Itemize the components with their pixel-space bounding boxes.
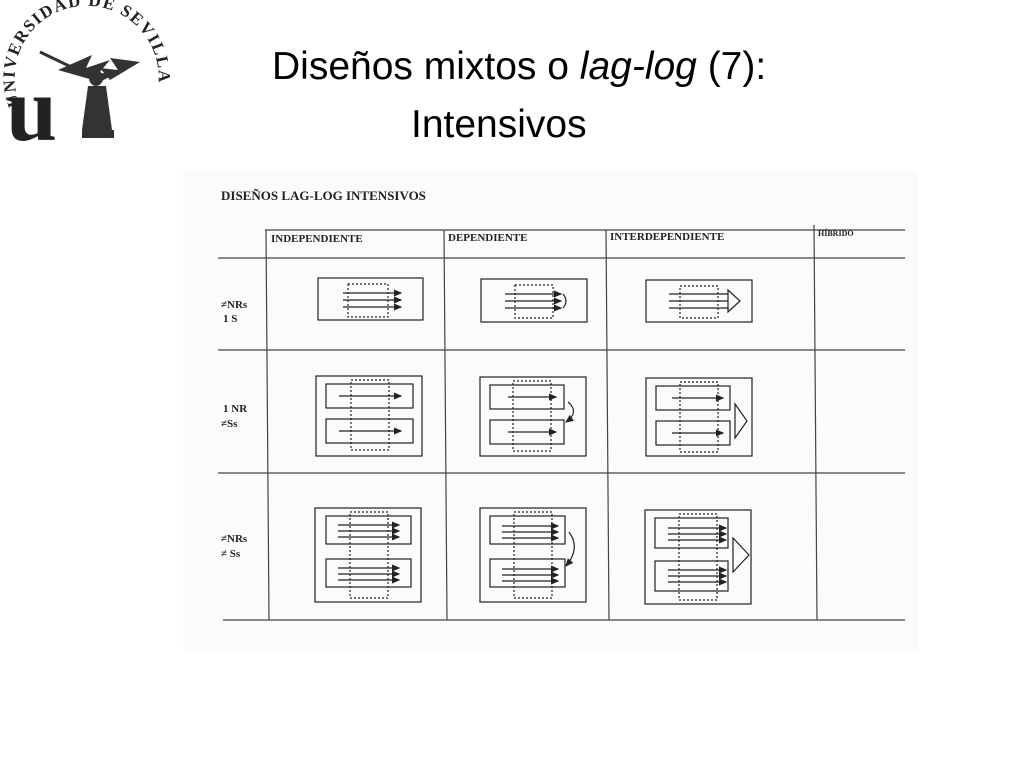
row-1-label-1: ≠NRs: [221, 299, 248, 311]
diagram-r3-independiente: [314, 507, 422, 603]
table-heading: DISEÑOS LAG-LOG INTENSIVOS: [221, 188, 426, 203]
diagram-table: DISEÑOS LAG-LOG INTENSIVOS INDEPENDIENTE…: [218, 188, 905, 621]
row-1-label-2: 1 S: [223, 313, 237, 325]
diagram-r2-dependiente: [479, 376, 587, 457]
title-main: Diseños mixtos o: [272, 45, 580, 88]
table-grid: [218, 224, 905, 621]
title-suffix: (7):: [696, 45, 767, 88]
row-3-label-1: ≠NRs: [221, 533, 248, 545]
diagram-r3-dependiente: [479, 507, 587, 603]
university-seal-icon: UNIVERSIDAD DE SEVILLA u: [0, 0, 172, 160]
diagram-r2-independiente: [315, 375, 423, 457]
col-header-independiente: INDEPENDIENTE: [271, 233, 363, 245]
university-logo: UNIVERSIDAD DE SEVILLA u: [0, 0, 175, 160]
scanned-diagram: DISEÑOS LAG-LOG INTENSIVOS INDEPENDIENTE…: [183, 170, 918, 650]
logo-figure: [39, 50, 140, 138]
diagram-r1-interdependiente: [645, 279, 753, 323]
col-header-dependiente: DEPENDIENTE: [448, 232, 527, 244]
diagram-r3-interdependiente: [644, 509, 752, 605]
title-subtitle: Intensivos: [411, 103, 587, 146]
col-header-interdependiente: INTERDEPENDIENTE: [610, 231, 724, 243]
diagram-r1-independiente: [317, 277, 424, 321]
title-line-1: Diseños mixtos o lag-log (7):: [272, 44, 766, 90]
col-header-hibrido: HÍBRIDO: [818, 228, 854, 238]
diagram-r2-interdependiente: [645, 377, 753, 457]
logo-monogram: u: [6, 58, 57, 150]
row-2-label-1: 1 NR: [223, 403, 248, 415]
row-2-label-2: ≠Ss: [221, 418, 238, 430]
title-italic: lag-log: [579, 45, 697, 88]
diagram-r1-dependiente: [480, 278, 588, 323]
row-3-label-2: ≠ Ss: [221, 548, 241, 560]
